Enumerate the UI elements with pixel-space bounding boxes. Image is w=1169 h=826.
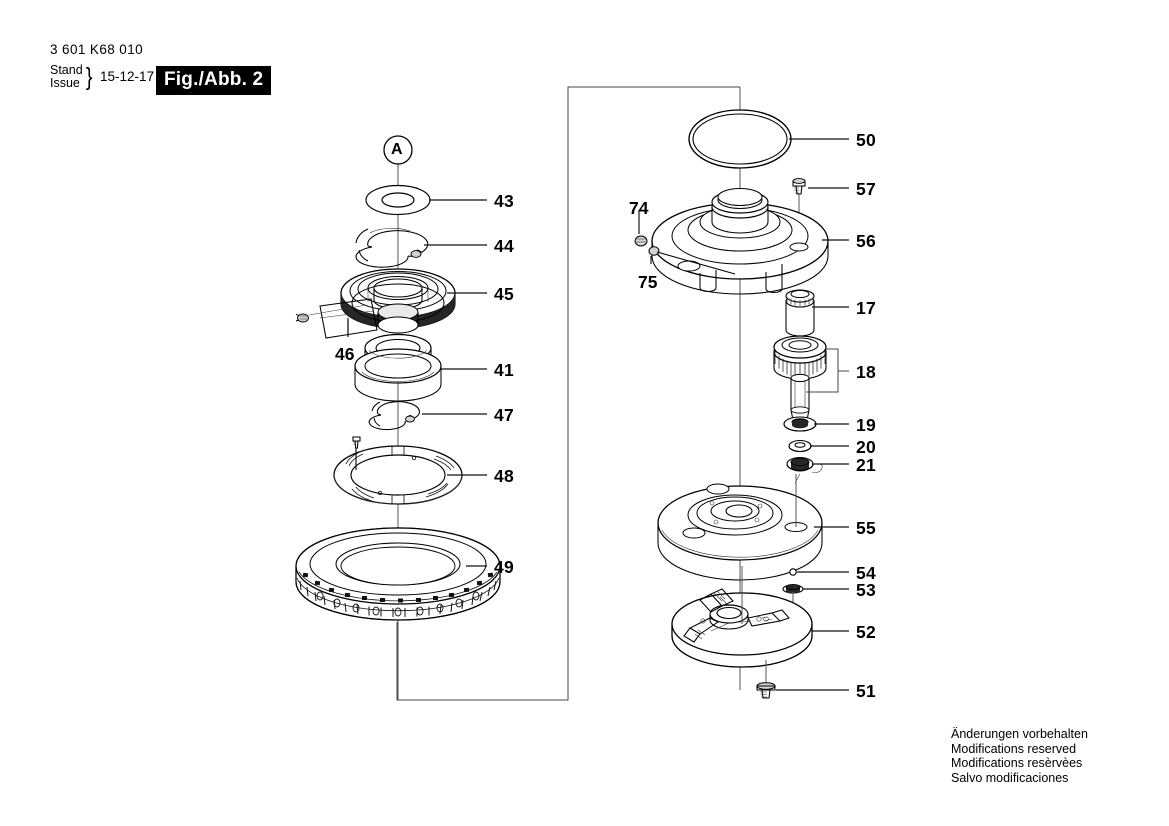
part-43-washer [365,184,431,216]
callout-48: 48 [494,466,515,486]
callout-57: 57 [856,179,877,199]
callout-21: 21 [856,455,877,475]
callout-56: 56 [856,231,877,251]
footer-line-de: Änderungen vorbehalten [951,727,1088,741]
callout-51: 51 [856,681,877,701]
footer-line-fr: Modifications resèrvèes [951,756,1083,770]
callout-52: 52 [856,622,877,642]
part-56-gear-housing [651,187,829,295]
assembly-group-bracket [396,86,740,701]
footer-line-en: Modifications reserved [951,741,1077,756]
part-74-bushing [634,210,648,247]
part-47-snap-ring [368,401,420,431]
callout-20: 20 [856,437,877,457]
callout-75: 75 [638,272,658,292]
callout-18: 18 [856,362,877,382]
section-marker-a-label: A [391,141,403,158]
callout-44: 44 [494,236,515,256]
callout-19: 19 [856,415,877,435]
figure-badge: Fig./Abb. 2 [156,66,272,95]
callout-41: 41 [494,360,515,380]
callout-50: 50 [856,130,877,150]
part-46-screw [295,313,309,323]
part-49-teeth [296,571,500,617]
leader-lines [422,138,849,691]
part-52-blade-disc [671,566,813,668]
revision-labels: Stand Issue [50,64,83,89]
part-44-retaining-ring [355,227,429,268]
callout-45: 45 [494,284,515,304]
callout-46: 46 [335,344,355,364]
callout-53: 53 [856,580,877,600]
part-49-toothed-wheel [295,527,501,621]
callout-47: 47 [494,405,515,425]
stand-label: Stand [50,63,83,77]
footer-line-es: Salvo modificaciones [951,770,1069,785]
callout-55: 55 [856,518,877,538]
revision-block: Stand Issue } 15-12-17 [50,64,154,89]
part-41-bearing-flange [354,333,442,402]
part-48-screw [352,436,361,449]
callout-49: 49 [494,557,515,577]
part-45-bearing-housing [340,268,456,334]
callout-43: 43 [494,191,515,211]
part-number: 3 601 K68 010 [50,42,144,57]
revision-date: 15-12-17 [100,69,155,84]
section-marker-a-circle [383,135,413,165]
issue-label: Issue [50,75,80,90]
brace-glyph: } [85,62,93,91]
part-18-gear-assembly [773,335,849,429]
part-19-washer [783,416,817,432]
callout-17: 17 [856,298,877,318]
part-48-segmented-ring [333,436,463,505]
callout-54: 54 [856,563,877,583]
part-55-base-plate [657,474,823,581]
part-17-sleeve [785,289,815,337]
callout-74: 74 [629,198,649,218]
legal-footer: Änderungen vorbehalten Modifications res… [951,727,1088,785]
part-75-pin [648,246,736,275]
part-46-nameplate [295,298,378,339]
part-20-washer [788,439,812,453]
part-21-seal [786,456,823,484]
part-50-o-ring [688,109,792,169]
part-54-ring [789,568,797,576]
part-51-screw [756,660,776,699]
